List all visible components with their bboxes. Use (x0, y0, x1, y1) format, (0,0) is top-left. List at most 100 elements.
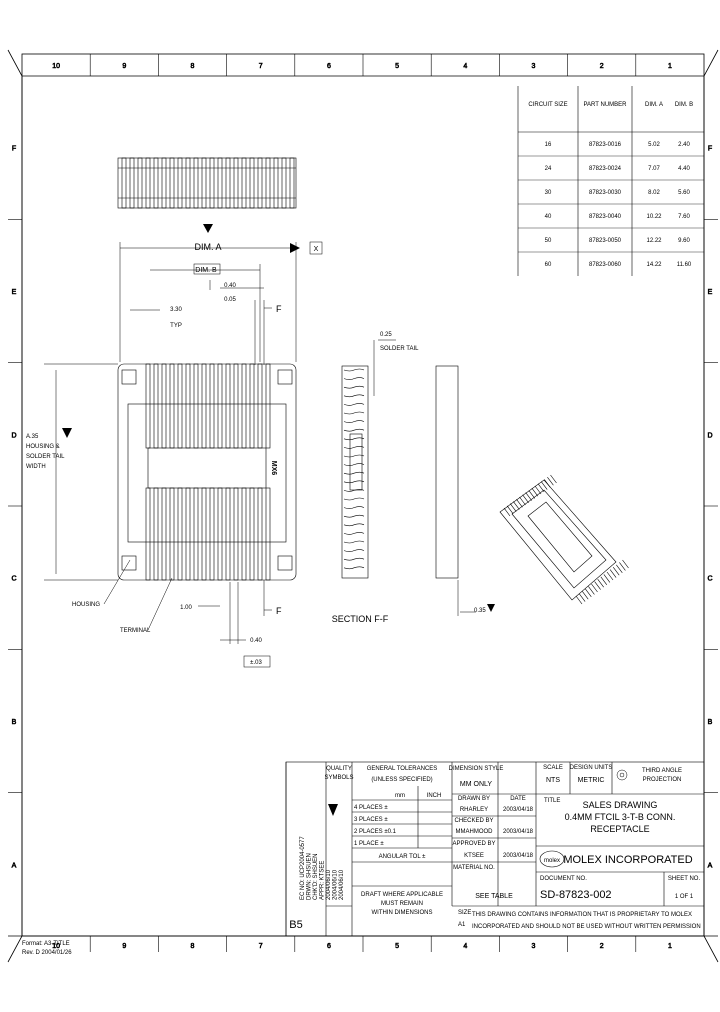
checked-by-name: MMAHMOOD (456, 829, 494, 835)
tolerance-place: 1 PLACE ± (354, 841, 384, 847)
zone-col-label-bottom: 3 (532, 943, 536, 950)
table-cell: 50 (545, 238, 552, 244)
zone-col-label-bottom: 9 (122, 943, 126, 950)
tolerance-place: 3 PLACES ± (354, 817, 388, 823)
table-cell: 14.22 (646, 262, 662, 268)
table-cell: 5.60 (678, 190, 690, 196)
housing-label: HOUSING (72, 602, 100, 608)
table-cell: 4.40 (678, 166, 690, 172)
zone-col-label-bottom: 10 (52, 943, 60, 950)
isometric-view (499, 474, 629, 605)
v330-label: 3.30 (170, 307, 182, 313)
section-mark-top: F (276, 304, 282, 314)
inch-header: INCH (427, 793, 442, 799)
material-no-label: MATERIAL NO. (453, 865, 495, 871)
revision-letter: B5 (289, 919, 302, 931)
table-cell: 87823-0050 (589, 238, 622, 244)
table-cell: 30 (545, 190, 552, 196)
zone-col-label-bottom: 2 (600, 943, 604, 950)
table-cell: 8.02 (648, 190, 660, 196)
design-units-label: DESIGN UNITS (570, 765, 613, 771)
zone-col-label: 1 (668, 63, 672, 70)
zone-col-label-bottom: 4 (463, 943, 467, 950)
table-cell: 87823-0016 (589, 142, 622, 148)
table-header: DIM. B (675, 102, 693, 108)
zone-col-label: 2 (600, 63, 604, 70)
mm-only: MM ONLY (460, 781, 492, 788)
zone-col-label: 10 (52, 63, 60, 70)
size-label: SIZE (458, 910, 471, 916)
approved-by-name: KTSEE (464, 853, 484, 859)
zone-col-label: 4 (463, 63, 467, 70)
terminal-label: TERMINAL (120, 628, 151, 634)
zone-col-label: 8 (191, 63, 195, 70)
scale-value: NTS (546, 777, 560, 784)
table-cell: 9.60 (678, 238, 690, 244)
dimension-style: DIMENSION STYLE (449, 766, 504, 772)
company-name: MOLEX INCORPORATED (563, 854, 692, 866)
table-cell: 11.60 (677, 262, 692, 268)
section-mark-bottom: F (276, 606, 282, 616)
table-cell: 87823-0024 (589, 166, 622, 172)
zone-row-label-right: D (707, 432, 712, 439)
table-cell: 16 (545, 142, 552, 148)
table-header: PART NUMBER (583, 102, 627, 108)
molex-logo: molex (544, 858, 560, 864)
width-triangle (62, 428, 72, 438)
zone-row-label: F (12, 146, 16, 153)
zone-col-label-bottom: 1 (668, 943, 672, 950)
zone-row-label: D (11, 432, 16, 439)
v040-label: 0.40 (250, 638, 262, 644)
sheet-no: 1 OF 1 (675, 894, 694, 900)
date-label: DATE (510, 796, 526, 802)
zone-col-label-bottom: 5 (395, 943, 399, 950)
drawn-by-label: DRAWN BY (458, 796, 490, 802)
document-no: SD-87823-002 (540, 889, 612, 901)
proprietary-notice: THIS DRAWING CONTAINS INFORMATION THAT I… (472, 912, 701, 930)
side-view (341, 365, 459, 579)
zone-col-label: 7 (259, 63, 263, 70)
t035-triangle (487, 604, 495, 612)
table-cell: 7.07 (648, 166, 660, 172)
mark-text: MX6 (270, 461, 277, 476)
quality-triangle-1 (328, 804, 338, 816)
table-cell: 87823-0060 (589, 262, 622, 268)
sheet-label: SHEET NO. (668, 876, 701, 882)
checked-by-label: CHECKED BY (454, 818, 493, 824)
dimension-lines (44, 242, 476, 644)
zone-row-label: A (12, 862, 17, 869)
date-1: 2003/04/18 (503, 807, 534, 813)
dim-b-label: DIM. B (195, 267, 217, 274)
table-cell: 24 (545, 166, 552, 172)
table-cell: 5.02 (648, 142, 660, 148)
zone-col-label: 3 (532, 63, 536, 70)
zone-row-label: C (11, 576, 16, 583)
table-cell: 60 (545, 262, 552, 268)
angular-tol: ANGULAR TOL ± (379, 854, 427, 860)
table-cell: 10.22 (646, 214, 662, 220)
revision-block: B5 EC NO: UCP2004-0577DRWN: SHSUENCHK'D: … (289, 836, 345, 931)
zone-row-label-right: F (708, 146, 712, 153)
approved-by-label: APPROVED BY (452, 841, 495, 847)
zone-row-label-right: E (708, 289, 713, 296)
general-tolerances: GENERAL TOLERANCES (367, 766, 438, 772)
zone-col-label: 9 (122, 63, 126, 70)
date-3: 2003/04/18 (503, 853, 534, 859)
document-no-label: DOCUMENT NO. (540, 876, 587, 882)
tolerance-place: 2 PLACES ±0.1 (354, 829, 397, 835)
zone-col-label: 5 (395, 63, 399, 70)
zone-row-label-right: C (707, 576, 712, 583)
zone-row-label-right: B (708, 719, 713, 726)
revision-text: EC NO: UCP2004-0577DRWN: SHSUENCHK'D: SH… (300, 836, 345, 900)
title-label: TITLE (544, 798, 560, 804)
dim-a-triangle (203, 224, 213, 233)
